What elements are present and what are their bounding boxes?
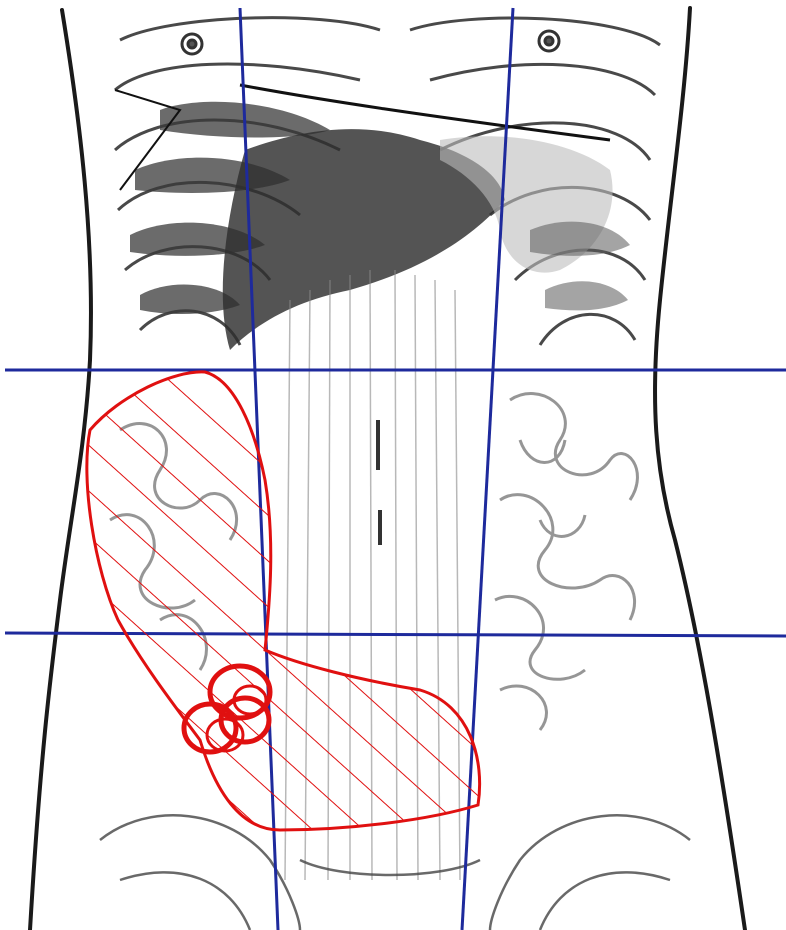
pain-region <box>87 372 480 830</box>
pelvis-outline <box>100 815 690 930</box>
nipple-markers <box>182 31 559 54</box>
pain-region-upper <box>87 372 480 830</box>
linea-alba <box>378 420 380 545</box>
horizontal-line-lower <box>5 633 786 636</box>
